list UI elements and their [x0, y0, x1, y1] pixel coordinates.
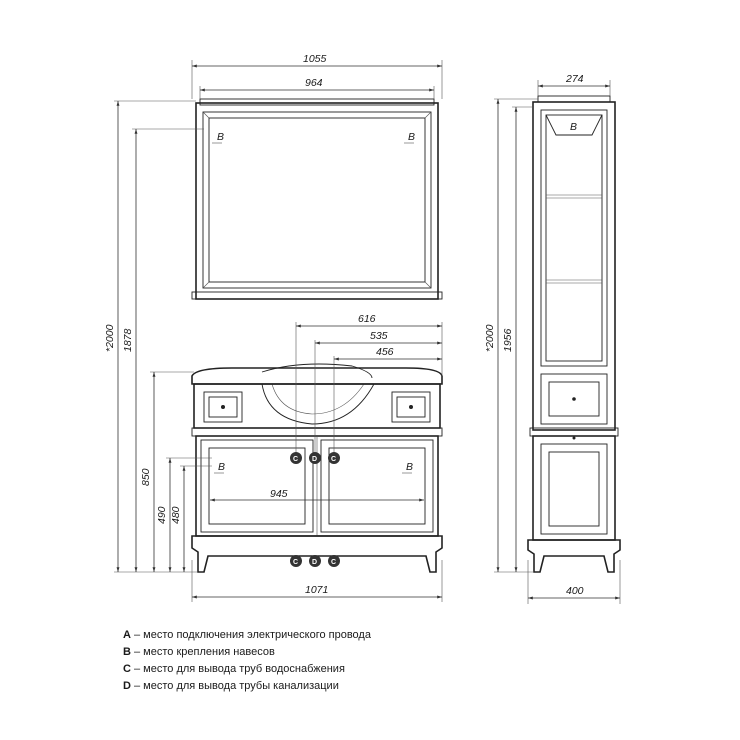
legend-text-a: – место подключения электрического прово…: [130, 629, 371, 641]
dim-mirror-outer-width: 1055: [303, 53, 327, 65]
dim-vanity-height: 850: [140, 468, 152, 486]
b-marker-mirror-left: B: [217, 131, 224, 143]
dim-column-width: 274: [565, 73, 584, 85]
dim-column-total-height: *2000: [484, 324, 496, 352]
vanity-width-dim: [191, 560, 443, 602]
c-marker-upper-right: C: [331, 456, 336, 463]
legend-text-c: – место для вывода труб водоснабжения: [130, 663, 345, 675]
dim-616: 616: [358, 313, 376, 325]
dim-490: 490: [156, 506, 168, 524]
dim-480: 480: [170, 506, 182, 524]
b-marker-vanity-left: B: [218, 461, 225, 473]
b-marker-vanity-right: B: [406, 461, 413, 473]
b-marker-column: B: [570, 121, 577, 133]
column-dims: [494, 80, 621, 604]
dim-mirror-top-height: 1878: [122, 328, 134, 352]
vanity-offset-dims: [295, 322, 443, 452]
legend-key-a: A: [123, 629, 131, 641]
c-marker-lower-right: C: [331, 559, 336, 566]
b-marker-mirror-right: B: [408, 131, 415, 143]
dim-column-depth: 400: [566, 585, 584, 597]
mirror-width-dims: [191, 60, 443, 99]
legend-key-b: B: [123, 646, 131, 658]
legend-item-d: D – место для вывода трубы канализации: [123, 678, 371, 695]
vanity: [191, 363, 443, 573]
legend-key-c: C: [123, 663, 131, 675]
d-marker-upper: D: [312, 456, 317, 463]
left-vertical-dims: [114, 100, 212, 573]
legend: A – место подключения электрического про…: [123, 627, 371, 695]
dim-vanity-width: 1071: [305, 584, 328, 596]
pipe-markers-upper: [290, 452, 340, 464]
dim-456: 456: [376, 346, 394, 358]
tall-column: [527, 95, 621, 573]
c-marker-lower-left: C: [293, 559, 298, 566]
dim-535: 535: [370, 330, 388, 342]
legend-text-b: – место крепления навесов: [130, 646, 275, 658]
legend-text-d: – место для вывода трубы канализации: [130, 680, 339, 692]
pipe-markers-lower: [290, 555, 340, 567]
c-marker-upper-left: C: [293, 456, 298, 463]
dim-inner-width: 945: [270, 488, 288, 500]
legend-item-c: C – место для вывода труб водоснабжения: [123, 661, 371, 678]
legend-item-a: A – место подключения электрического про…: [123, 627, 371, 644]
mirror: [191, 98, 443, 300]
legend-key-d: D: [123, 680, 131, 692]
dim-total-height: *2000: [104, 324, 116, 352]
legend-item-b: B – место крепления навесов: [123, 644, 371, 661]
dim-column-height: 1956: [502, 328, 514, 352]
dim-mirror-inner-width: 964: [305, 77, 323, 89]
d-marker-lower: D: [312, 559, 317, 566]
